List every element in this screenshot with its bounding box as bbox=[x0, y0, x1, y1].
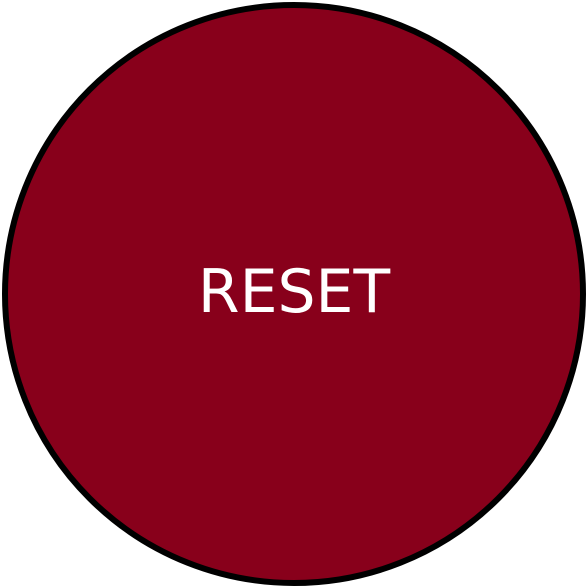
reset-button-label: RESET bbox=[197, 257, 391, 327]
